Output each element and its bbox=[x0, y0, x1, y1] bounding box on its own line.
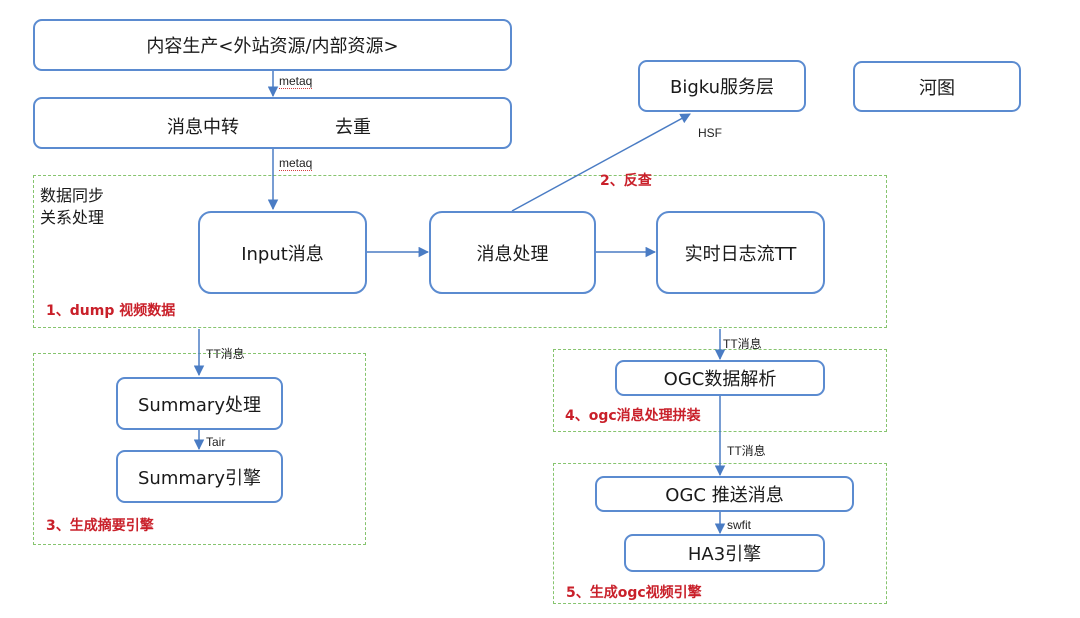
edge-label-metaq-1: metaq bbox=[279, 74, 313, 89]
ogc-parse-label: OGC数据解析 bbox=[663, 369, 777, 390]
content-production-box: 内容生产<外站资源/内部资源> bbox=[33, 19, 512, 71]
dedupe-label: 去重 bbox=[335, 117, 371, 138]
edge-label-tt-1: TT消息 bbox=[206, 347, 245, 361]
step3-label: 3、生成摘要引擎 bbox=[46, 518, 154, 534]
message-processing-label: 消息处理 bbox=[476, 243, 549, 265]
summary-processing-label: Summary处理 bbox=[138, 394, 261, 416]
ogc-push-box: OGC 推送消息 bbox=[595, 476, 854, 512]
realtime-log-tt-label: 实时日志流TT bbox=[684, 243, 797, 265]
input-message-label: Input消息 bbox=[241, 243, 324, 265]
hetu-label: 河图 bbox=[919, 77, 955, 99]
edge-label-tt-2: TT消息 bbox=[723, 337, 762, 351]
ha3-engine-box: HA3引擎 bbox=[624, 534, 825, 572]
summary-processing-box: Summary处理 bbox=[116, 377, 283, 430]
bigku-service-label: Bigku服务层 bbox=[669, 77, 775, 98]
summary-engine-label: Summary引擎 bbox=[138, 467, 261, 489]
data-sync-group bbox=[33, 175, 887, 328]
edge-label-swfit: swfit bbox=[727, 518, 751, 532]
sync-group-title-line1: 数据同步 bbox=[40, 186, 105, 205]
step1-label: 1、dump 视频数据 bbox=[46, 303, 176, 319]
step4-label: 4、ogc消息处理拼装 bbox=[565, 408, 701, 424]
summary-engine-box: Summary引擎 bbox=[116, 450, 283, 503]
ogc-push-label: OGC 推送消息 bbox=[665, 485, 784, 506]
ha3-engine-label: HA3引擎 bbox=[687, 544, 762, 565]
edge-label-hsf: HSF bbox=[698, 126, 722, 140]
step5-label: 5、生成ogc视频引擎 bbox=[566, 585, 702, 601]
ogc-parse-box: OGC数据解析 bbox=[615, 360, 825, 396]
edge-label-tair: Tair bbox=[206, 435, 226, 449]
realtime-log-tt-box: 实时日志流TT bbox=[656, 211, 825, 294]
sync-group-title-line2: 关系处理 bbox=[40, 208, 105, 227]
message-relay-box: 消息中转 去重 bbox=[33, 97, 512, 149]
message-processing-box: 消息处理 bbox=[429, 211, 596, 294]
edge-label-metaq-2: metaq bbox=[279, 156, 313, 171]
arrow-processing-to-bigku bbox=[511, 113, 691, 212]
message-relay-label: 消息中转 bbox=[167, 117, 239, 138]
edge-label-tt-3: TT消息 bbox=[727, 444, 766, 458]
content-production-label: 内容生产<外站资源/内部资源> bbox=[146, 36, 399, 57]
hetu-box: 河图 bbox=[853, 61, 1021, 112]
step2-label: 2、反查 bbox=[600, 173, 652, 189]
input-message-box: Input消息 bbox=[198, 211, 367, 294]
bigku-service-box: Bigku服务层 bbox=[638, 60, 806, 112]
